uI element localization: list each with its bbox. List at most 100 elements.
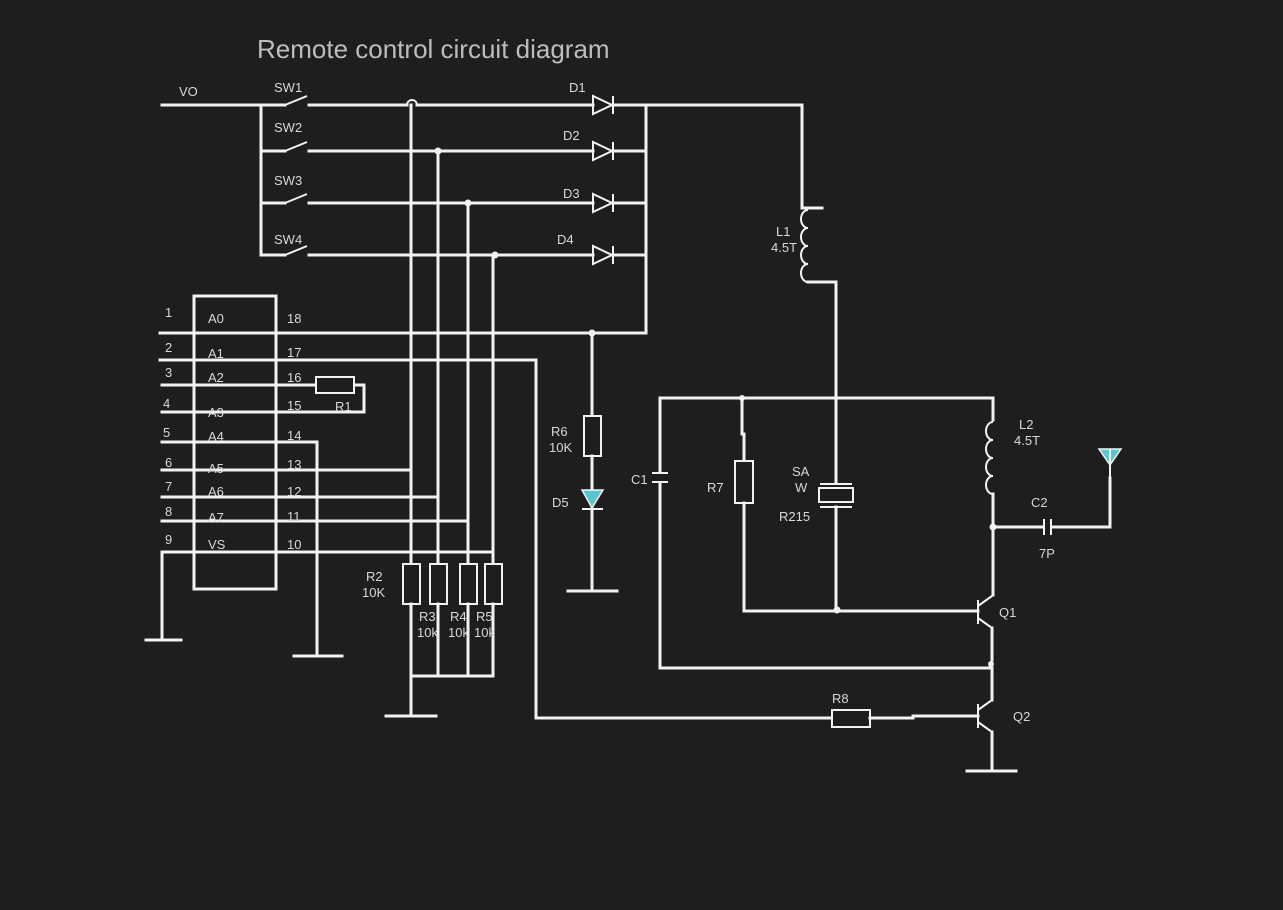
d3-label: D3 (563, 186, 580, 201)
pin-name: A5 (208, 461, 224, 476)
saw-resonator (818, 487, 854, 503)
indicator-branch: R6 10K D5 (549, 331, 619, 593)
r6-label: R6 (551, 424, 568, 439)
r5-value: 10k (474, 625, 495, 640)
sw3-label: SW3 (274, 173, 302, 188)
vo-label: VO (179, 84, 198, 99)
pin4-pin15-wire (160, 383, 366, 414)
pin-name: A2 (208, 370, 224, 385)
sw2-label: SW2 (274, 120, 302, 135)
inductor-l2: L2 4.5T (985, 417, 1040, 592)
r3-label: R3 (419, 609, 436, 624)
sw3-contact (284, 193, 308, 204)
r2-value: 10K (362, 585, 385, 600)
r5-label: R5 (476, 609, 493, 624)
junction-dot (988, 661, 994, 667)
junction-dot (464, 199, 472, 207)
pin-name: VS (208, 537, 226, 552)
d2-label: D2 (563, 128, 580, 143)
oscillator-section: C1 R7 SA W R215 (631, 395, 995, 670)
pin-number: 2 (165, 340, 172, 355)
pin-number: 18 (287, 311, 301, 326)
c2-label: C2 (1031, 495, 1048, 510)
resistor-r8 (831, 709, 871, 728)
diode-d3 (560, 192, 648, 214)
inductor-l1: L1 4.5T (771, 209, 838, 400)
q1-label: Q1 (999, 605, 1016, 620)
resistor-r2 (402, 563, 421, 605)
junction-dot (491, 251, 499, 259)
saw-label-line3: R215 (779, 509, 810, 524)
pin-number: 11 (287, 509, 301, 524)
capacitor-c1 (652, 472, 668, 483)
l2-value: 4.5T (1014, 433, 1040, 448)
c1-label: C1 (631, 472, 648, 487)
resistor-r3 (429, 563, 448, 605)
switch-bank: VO SW1 SW2 SW3 SW4 (160, 80, 339, 257)
pin-number: 13 (287, 457, 301, 472)
junction-dot (434, 147, 442, 155)
saw-label-line1: SA (792, 464, 810, 479)
d4-label: D4 (557, 232, 574, 247)
r6-value: 10K (549, 440, 572, 455)
pin-number: 14 (287, 428, 301, 443)
pin-name: A6 (208, 484, 224, 499)
resistor-r4 (459, 563, 478, 605)
vo-bus-wire (160, 103, 263, 257)
transistor-q2 (977, 699, 993, 733)
diode-d4 (560, 244, 648, 266)
pin-name: A3 (208, 405, 224, 420)
l1-value: 4.5T (771, 240, 797, 255)
diode-bank: D1 D2 D3 D4 (557, 80, 648, 335)
sw4-label: SW4 (274, 232, 302, 247)
r4-label: R4 (450, 609, 467, 624)
r8-label: R8 (832, 691, 849, 706)
c2-value: 7P (1039, 546, 1055, 561)
r2-label: R2 (366, 569, 383, 584)
diode-d2 (560, 140, 648, 162)
diode-d1 (560, 94, 648, 116)
pulldown-resistors: R2 10K R3 10k R4 10k R5 10k (362, 103, 503, 718)
pin-number: 4 (163, 396, 170, 411)
pin2-pin17-wire (158, 358, 834, 720)
sw1-contact (284, 95, 308, 106)
modulator-stage: R8 Q2 (831, 666, 1030, 773)
wire-to-l1 (644, 103, 824, 210)
r7-label: R7 (707, 480, 724, 495)
pin-number: 7 (165, 479, 172, 494)
l1-label: L1 (776, 224, 790, 239)
pin-name: A7 (208, 510, 224, 525)
pin-number: 6 (165, 455, 172, 470)
pin-number: 8 (165, 504, 172, 519)
pin-number: 3 (165, 365, 172, 380)
resistor-r7 (734, 460, 754, 504)
r4-value: 10k (448, 625, 469, 640)
resistor-r5 (484, 563, 503, 605)
ic-labels: 1 2 3 4 5 6 7 8 9 A0 A1 A2 A3 A4 A5 A6 A… (163, 305, 301, 552)
capacitor-c2 (1043, 519, 1052, 535)
pin-number: 10 (287, 537, 301, 552)
saw-label-line2: W (795, 480, 808, 495)
sw4-contact (284, 245, 308, 256)
q2-label: Q2 (1013, 709, 1030, 724)
pin-name: A4 (208, 429, 224, 444)
sw2-contact (284, 141, 308, 152)
pin-number: 16 (287, 370, 301, 385)
diagram-title: Remote control circuit diagram (257, 34, 610, 64)
led-d5 (580, 489, 605, 510)
pin-number: 17 (287, 345, 301, 360)
resistor-r1: R1 (315, 376, 355, 414)
pin-number: 12 (287, 484, 301, 499)
pin-name: A0 (208, 311, 224, 326)
transistor-q1: Q1 (977, 588, 1016, 667)
r3-value: 10k (417, 625, 438, 640)
pin5-pin14-wire (160, 440, 319, 658)
pin-number: 1 (165, 305, 172, 320)
pin-number: 9 (165, 532, 172, 547)
d1-label: D1 (569, 80, 586, 95)
sw1-label: SW1 (274, 80, 302, 95)
d5-label: D5 (552, 495, 569, 510)
pin-name: A1 (208, 346, 224, 361)
junction-dot (739, 395, 745, 401)
